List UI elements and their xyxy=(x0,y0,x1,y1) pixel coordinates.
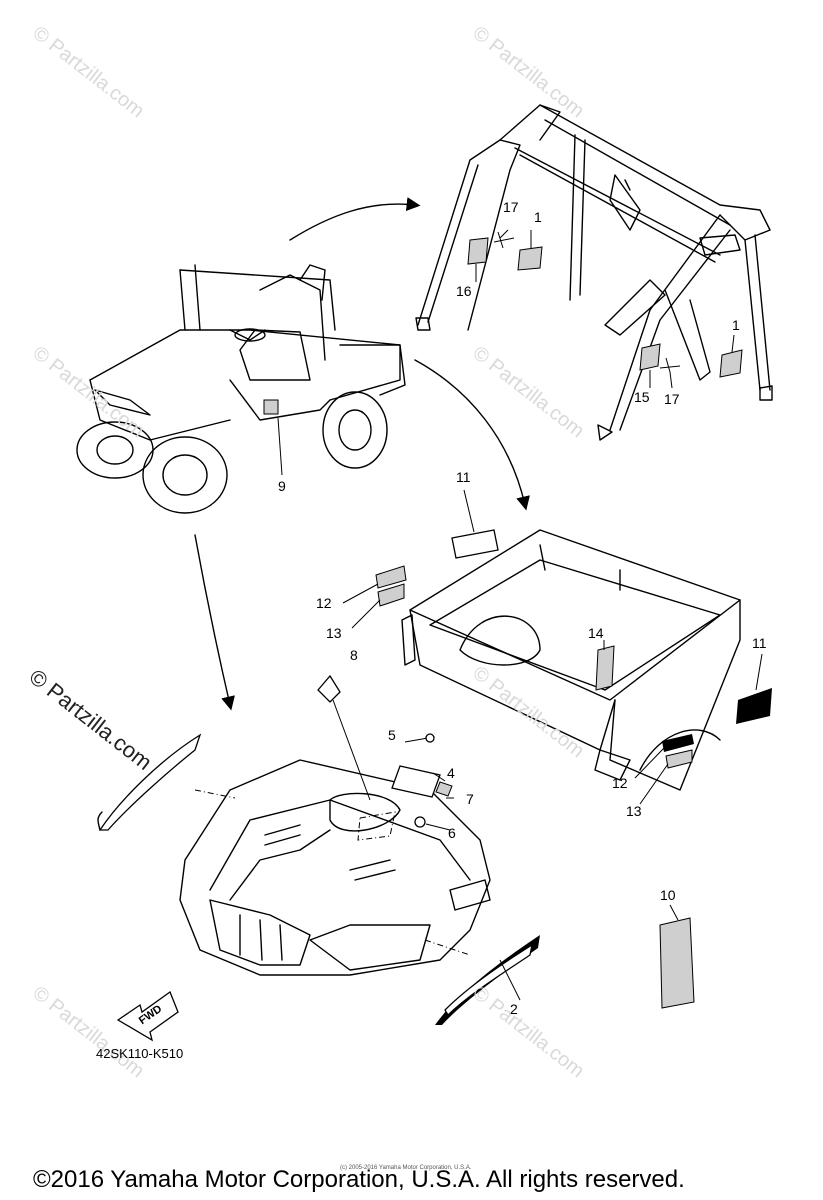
callout-12: 12 xyxy=(612,775,628,791)
cage-labels xyxy=(467,229,743,389)
roll-cage xyxy=(415,104,773,441)
callout-11: 11 xyxy=(752,635,767,651)
side-stripe-decal xyxy=(97,733,236,831)
callout-13: 13 xyxy=(326,625,342,641)
callout-15: 15 xyxy=(634,389,650,405)
callout-17: 17 xyxy=(503,199,519,215)
callout-11: 11 xyxy=(456,469,471,485)
callout-4: 4 xyxy=(447,765,455,781)
cargo-bed xyxy=(401,529,741,791)
fwd-arrow xyxy=(116,990,179,1042)
bed-decals xyxy=(342,489,772,805)
callout-7: 7 xyxy=(466,791,474,807)
tiny-copyright: (c) 2005-2016 Yamaha Motor Corporation, … xyxy=(340,1165,472,1171)
front-cowl xyxy=(179,759,491,976)
vehicle-overview xyxy=(76,264,406,514)
callout-6: 6 xyxy=(448,825,456,841)
callout-14: 14 xyxy=(588,625,604,641)
callout-17: 17 xyxy=(664,391,680,407)
footer-copyright: ©2016 Yamaha Motor Corporation, U.S.A. A… xyxy=(33,1166,685,1193)
assembly-arrows xyxy=(194,197,530,711)
callout-2: 2 xyxy=(510,1001,518,1017)
callout-16: 16 xyxy=(456,283,472,299)
manual-envelope xyxy=(659,904,695,1009)
callout-1: 1 xyxy=(534,209,542,225)
diagram-code: 42SK110-K510 xyxy=(96,1046,184,1061)
callout-12: 12 xyxy=(316,595,332,611)
emblem-decal xyxy=(424,935,540,1025)
callout-5: 5 xyxy=(388,727,396,743)
callout-9: 9 xyxy=(278,478,286,494)
callout-10: 10 xyxy=(660,887,676,903)
callout-13: 13 xyxy=(626,803,642,819)
callout-8: 8 xyxy=(350,647,358,663)
hood-parts xyxy=(317,674,454,841)
callout-1: 1 xyxy=(732,317,740,333)
